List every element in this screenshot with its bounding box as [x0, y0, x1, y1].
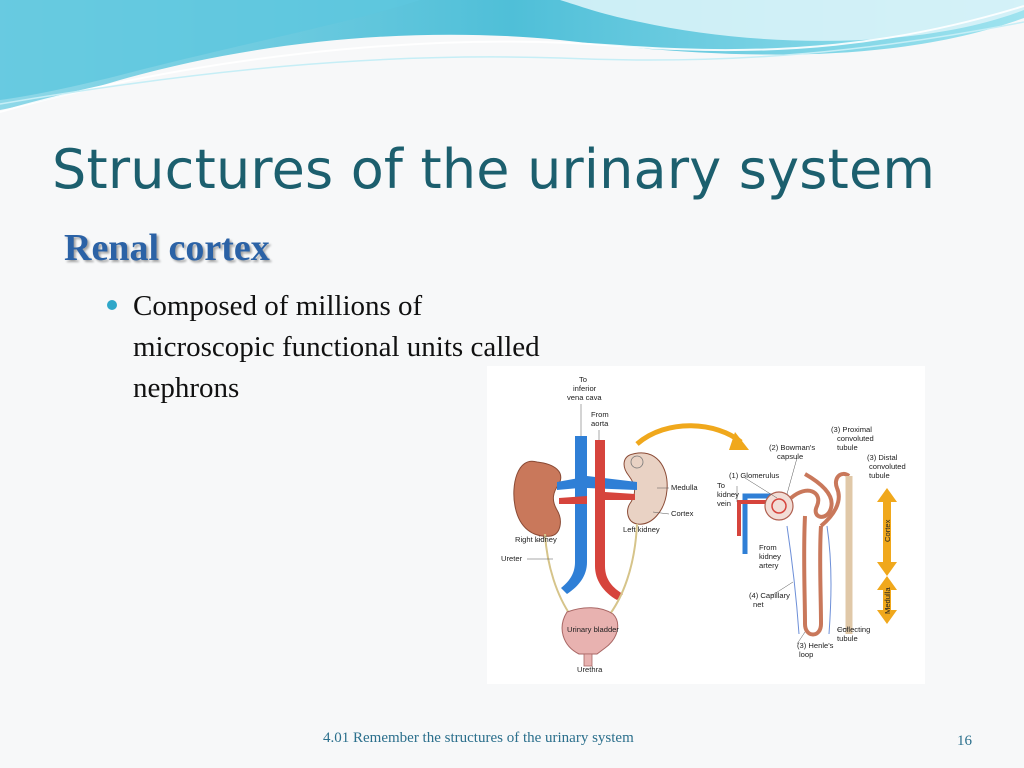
label-capillary-1: (4) Capillary	[749, 591, 790, 600]
label-from-artery-1: From	[759, 543, 777, 552]
bullet-item: Composed of millions of microscopic func…	[107, 286, 557, 409]
urinary-system-illustration: To inferior vena cava From aorta Medulla…	[501, 375, 906, 674]
urethra	[583, 653, 593, 667]
label-collecting-2: tubule	[837, 634, 858, 643]
label-bowmans-2: capsule	[777, 452, 803, 461]
slide-title: Structures of the urinary system	[52, 138, 936, 201]
label-collecting-1: Collecting	[837, 625, 870, 634]
bullet-dot-icon	[107, 300, 117, 310]
label-proximal-3: tubule	[837, 443, 858, 452]
label-capillary-2: net	[753, 600, 764, 609]
label-cortex-bar: Cortex	[883, 519, 892, 542]
vena-cava	[561, 436, 587, 594]
aorta	[595, 440, 623, 600]
label-henle-1: (3) Henle's	[797, 641, 834, 650]
label-henle-2: loop	[799, 650, 813, 659]
header-wave-decoration	[0, 0, 1024, 113]
urinary-system-figure: To inferior vena cava From aorta Medulla…	[487, 366, 925, 684]
leader-lines	[527, 404, 850, 645]
label-to-kidney-vein-2: kidney	[717, 490, 739, 499]
left-kidney	[623, 452, 668, 525]
right-kidney	[513, 460, 562, 537]
label-from-artery-2: kidney	[759, 552, 781, 561]
renal-vein-left	[587, 476, 637, 490]
renal-artery-right	[559, 496, 587, 504]
cortex-bar	[877, 488, 897, 576]
label-urethra: Urethra	[577, 665, 603, 674]
kidney-artery-detail	[737, 500, 771, 536]
label-bowmans-1: (2) Bowman's	[769, 443, 815, 452]
label-medulla-bar: Medulla	[883, 587, 892, 614]
label-glomerulus: (1) Glomerulus	[729, 471, 779, 480]
zoom-arrow	[635, 423, 743, 446]
label-ureter: Ureter	[501, 554, 523, 563]
label-to-inferior-2: inferior	[573, 384, 597, 393]
urinary-bladder	[561, 607, 619, 655]
label-distal-3: tubule	[869, 471, 890, 480]
label-from-artery-3: artery	[759, 561, 779, 570]
kidney-vein-detail	[742, 493, 777, 554]
nephron-zoom-circle	[630, 455, 644, 469]
label-cortex: Cortex	[671, 509, 694, 518]
label-medulla: Medulla	[671, 483, 698, 492]
ureter-left	[606, 523, 638, 619]
capillary-net	[786, 525, 832, 635]
label-from-aorta: From	[591, 410, 609, 419]
page-number: 16	[957, 733, 972, 749]
glomerulus	[771, 498, 787, 514]
renal-artery-left	[605, 492, 635, 500]
proximal-tubule	[789, 472, 834, 519]
label-to-kidney-vein-3: vein	[717, 499, 731, 508]
subheading: Renal cortex	[64, 227, 270, 269]
henles-loop	[802, 515, 824, 637]
renal-vein-right	[557, 478, 579, 490]
label-urinary-bladder: Urinary bladder	[567, 625, 619, 634]
label-to-inferior: To	[579, 375, 587, 384]
distal-tubule	[819, 471, 851, 528]
zoom-arrow-head	[729, 432, 749, 450]
label-distal-2: convoluted	[869, 462, 906, 471]
bullet-text: Composed of millions of microscopic func…	[133, 290, 540, 404]
label-to-inferior-3: vena cava	[567, 393, 602, 402]
label-to-kidney-vein-1: To	[717, 481, 725, 490]
ureter-right	[544, 533, 572, 617]
label-left-kidney: Left kidney	[623, 525, 660, 534]
label-from-aorta-2: aorta	[591, 419, 609, 428]
figure-labels: To inferior vena cava From aorta Medulla…	[501, 375, 906, 674]
label-distal-1: (3) Distal	[867, 453, 898, 462]
label-proximal-1: (3) Proximal	[831, 425, 872, 434]
bowmans-capsule	[764, 491, 794, 521]
label-proximal-2: convoluted	[837, 434, 874, 443]
medulla-bar	[877, 576, 897, 624]
footer-text: 4.01 Remember the structures of the urin…	[323, 730, 634, 746]
label-right-kidney: Right kidney	[515, 535, 557, 544]
